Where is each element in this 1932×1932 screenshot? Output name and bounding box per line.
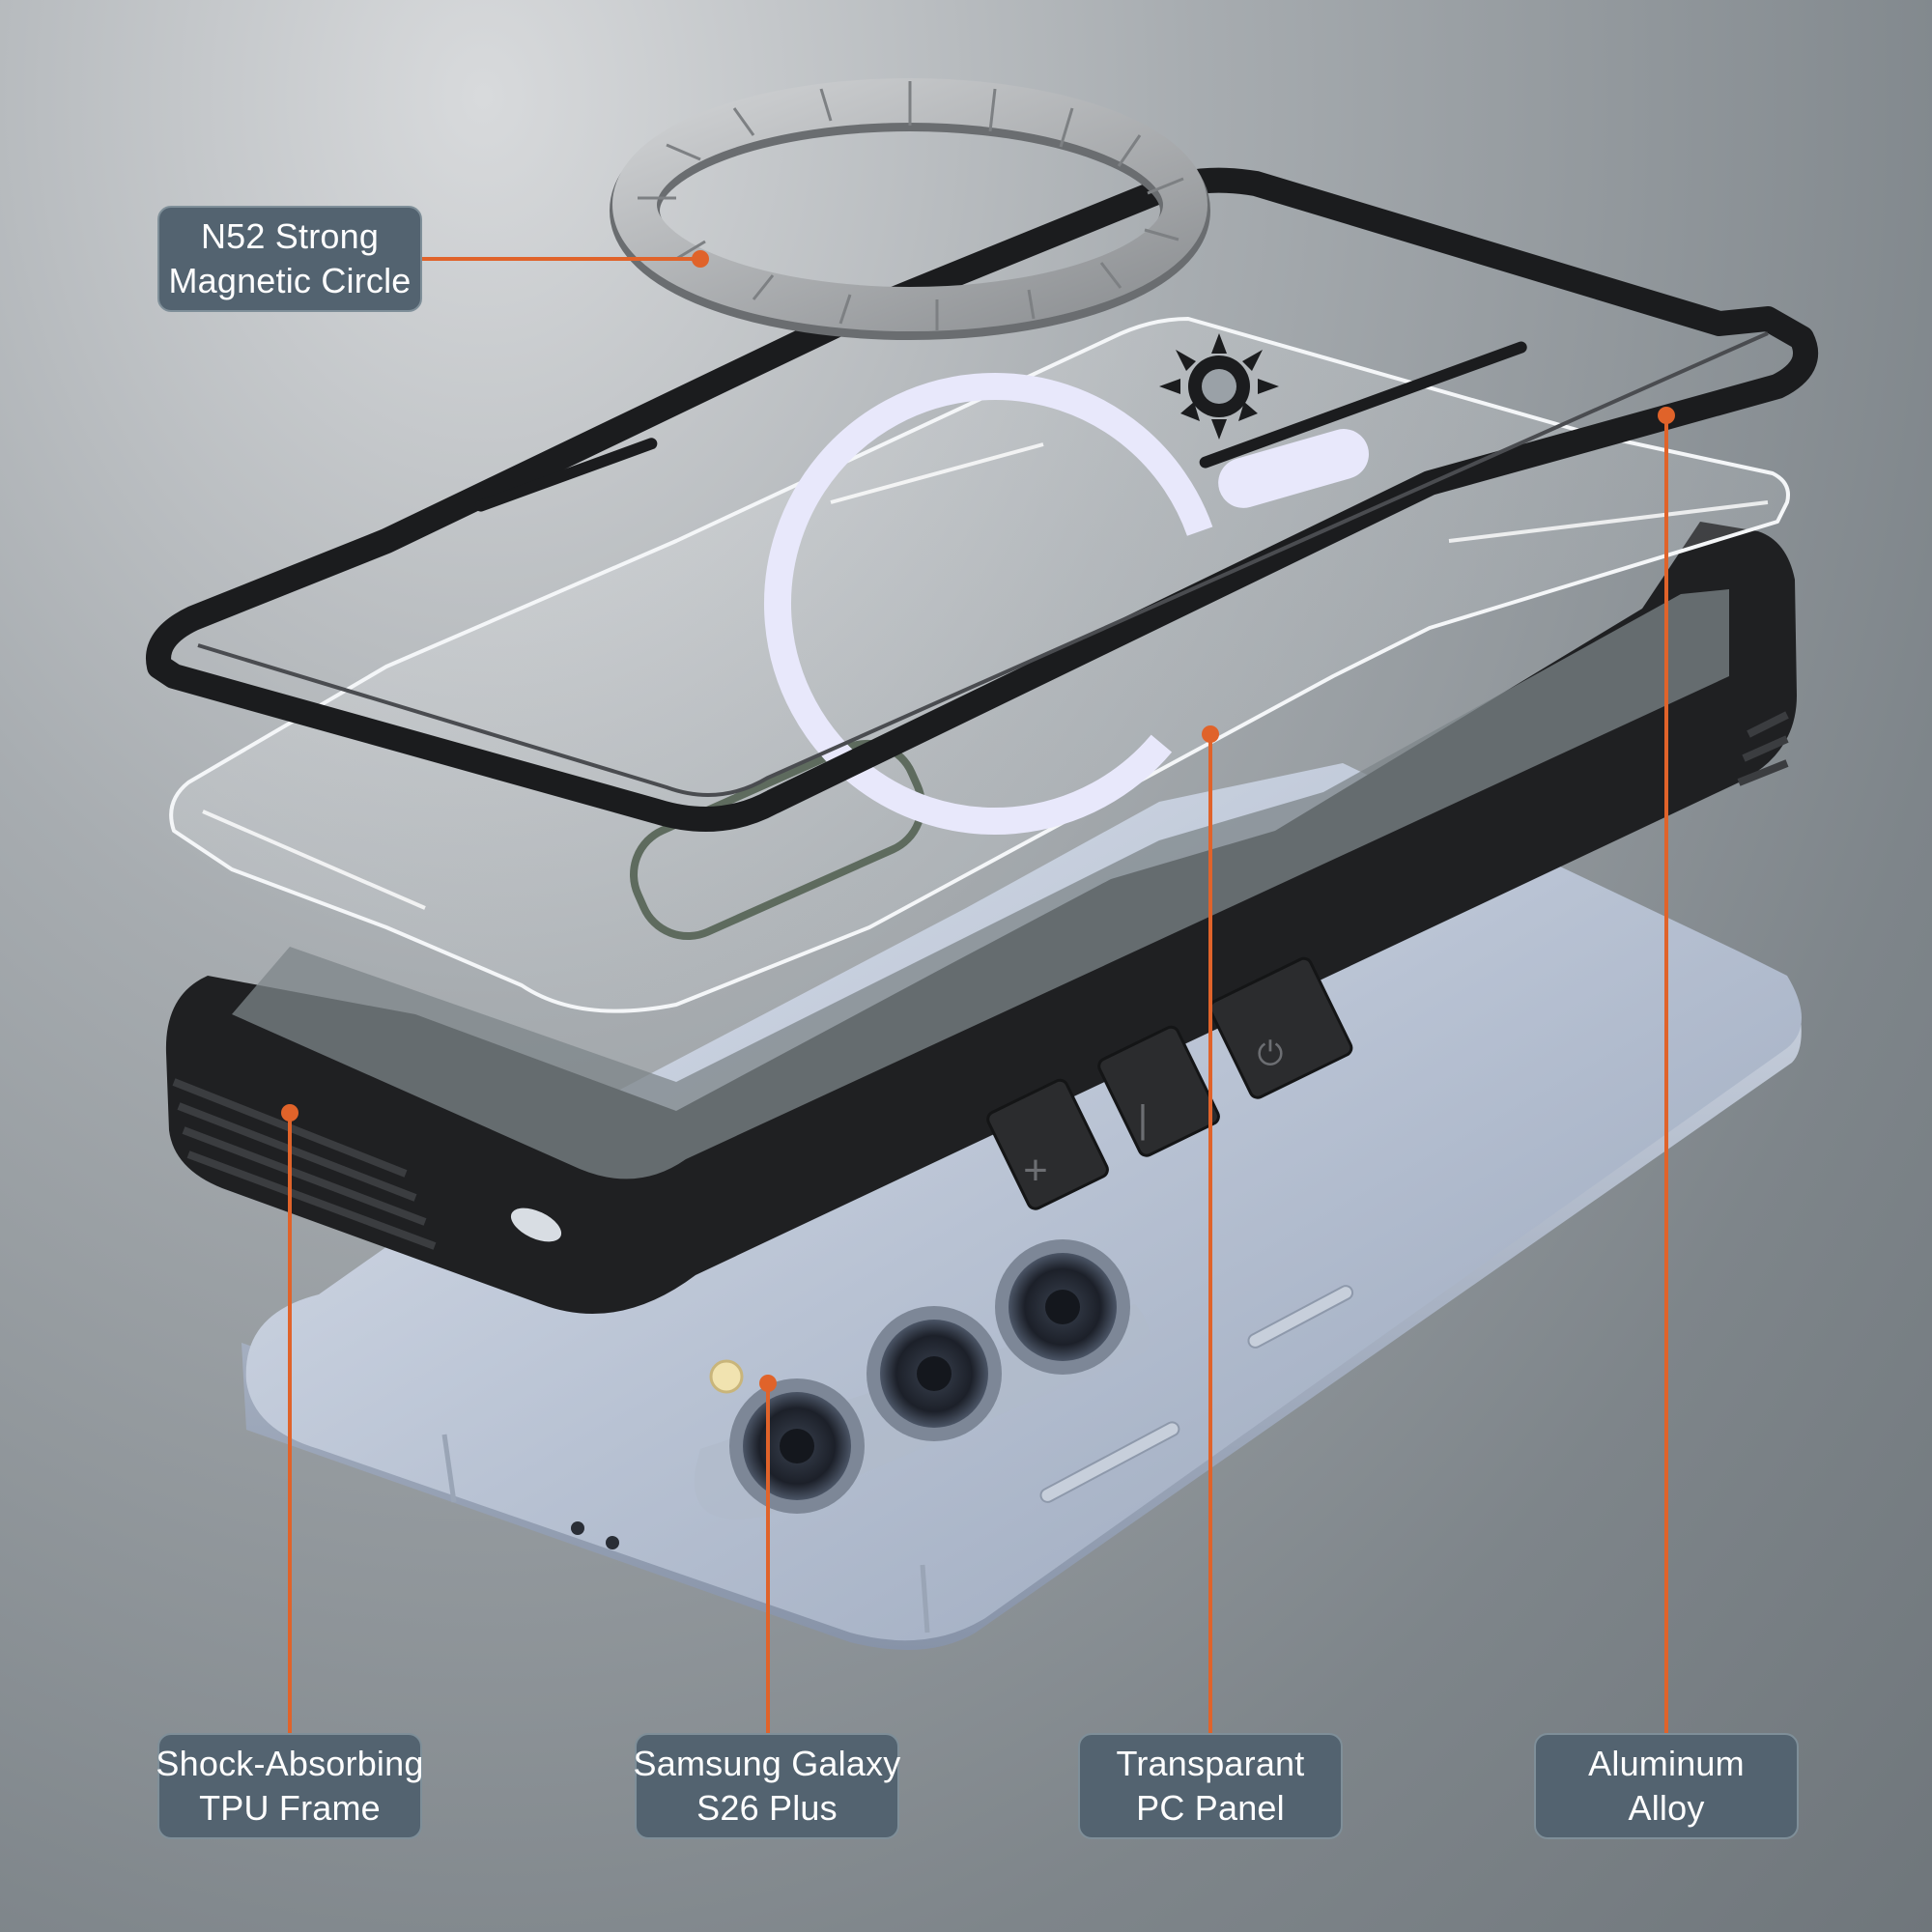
callout-dot-phone xyxy=(759,1375,777,1392)
alloy-slot-left xyxy=(474,438,658,512)
callout-dot-pc xyxy=(1202,725,1219,743)
callout-dot-magnet xyxy=(692,250,709,268)
volume-up-glyph: + xyxy=(1023,1147,1048,1194)
aluminum-alloy-label: Aluminum Alloy xyxy=(1534,1733,1799,1839)
aluminum-alloy-label-line1: Aluminum xyxy=(1588,1744,1745,1783)
tpu-power-button xyxy=(1208,956,1353,1099)
phone-mic-hole xyxy=(571,1521,584,1535)
pc-panel-highlight xyxy=(202,442,1769,910)
alloy-slot-right xyxy=(1199,341,1527,469)
sun-logo-icon xyxy=(1159,333,1279,440)
alloy-frame-edge-highlight xyxy=(197,331,1769,797)
phone-back xyxy=(245,763,1803,1641)
phone-frame-seam-2 xyxy=(920,1564,930,1634)
camera-lens-1 xyxy=(729,1378,865,1514)
volume-down-glyph: | xyxy=(1138,1098,1148,1141)
alloy-frame-rail xyxy=(146,167,1818,832)
camera-lens-3 xyxy=(995,1239,1130,1375)
aluminum-alloy-label-line2: Alloy xyxy=(1628,1788,1705,1828)
tpu-frame-label-line2: TPU Frame xyxy=(199,1788,381,1828)
magnetic-circle-label: N52 Strong Magnetic Circle xyxy=(157,206,422,312)
ring-segment-lines xyxy=(638,81,1184,330)
tpu-volume-up-button xyxy=(986,1078,1109,1210)
phone-mic-hole-2 xyxy=(606,1536,619,1549)
callout-dot-alloy xyxy=(1658,407,1675,424)
magnetic-circle-label-line2: Magnetic Circle xyxy=(168,261,412,300)
phone-frame-seam xyxy=(441,1434,457,1503)
phone-model-label: Samsung Galaxy S26 Plus xyxy=(633,1733,901,1839)
magnetic-ring xyxy=(610,78,1210,340)
camera-lens-2 xyxy=(867,1306,1002,1441)
callout-dots xyxy=(281,250,1675,1392)
pc-camera-cutout xyxy=(630,739,925,941)
tpu-frame-label-line1: Shock-Absorbing xyxy=(156,1744,424,1783)
power-glyph: ⏻ xyxy=(1258,1035,1284,1073)
pc-panel-label-line1: Transparant xyxy=(1116,1744,1305,1783)
camera-flash xyxy=(709,1359,744,1394)
callout-lines xyxy=(288,257,1668,1733)
aluminum-frame xyxy=(146,167,1818,832)
phone-side-button-upper xyxy=(1247,1285,1354,1349)
samsung-phone xyxy=(242,763,1803,1650)
pc-panel-label-line2: PC Panel xyxy=(1136,1788,1285,1828)
phone-model-label-line1: Samsung Galaxy xyxy=(633,1744,901,1783)
tpu-bottom-port-cutout xyxy=(510,1208,562,1242)
tpu-frame-label: Shock-Absorbing TPU Frame xyxy=(156,1733,424,1839)
phone-side-button-lower xyxy=(1039,1421,1180,1503)
magnetic-circle-label-line1: N52 Strong xyxy=(200,216,380,256)
callout-dot-tpu xyxy=(281,1104,298,1122)
pc-panel-label: Transparant PC Panel xyxy=(1078,1733,1343,1839)
tpu-volume-down-button xyxy=(1097,1025,1220,1157)
phone-model-label-line2: S26 Plus xyxy=(696,1788,838,1828)
